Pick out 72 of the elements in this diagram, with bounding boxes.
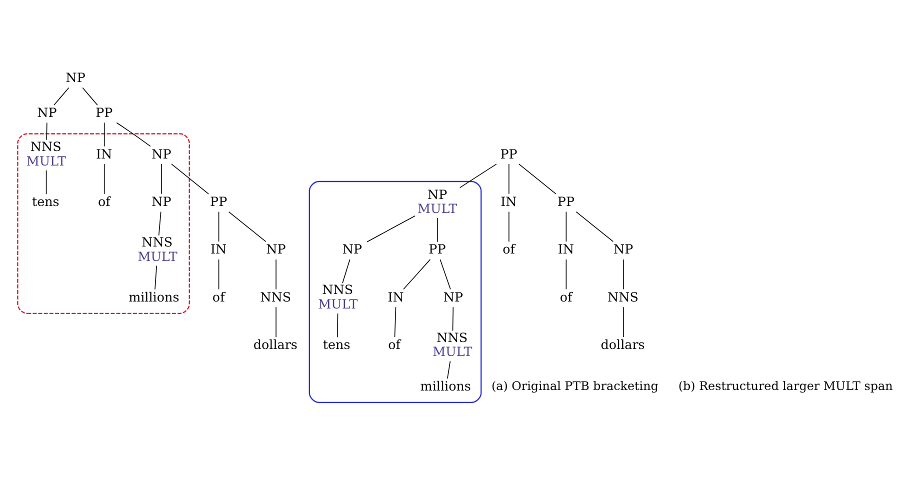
connector: [623, 259, 624, 290]
node-text: dollars: [253, 337, 298, 352]
connector: [452, 306, 454, 332]
node-text: NP MULT: [418, 186, 458, 216]
connector: [518, 164, 556, 194]
node-text: of: [212, 289, 225, 304]
connector: [403, 259, 431, 290]
node-text: NP: [266, 242, 286, 257]
connector: [218, 259, 220, 290]
connector: [447, 360, 451, 379]
connector: [82, 87, 98, 106]
node-text: IN: [388, 289, 404, 304]
connector: [46, 122, 48, 140]
node-text: NNS MULT: [138, 234, 178, 264]
connector: [46, 170, 47, 195]
node-text: tens: [322, 337, 350, 352]
cluster: [17, 133, 190, 314]
connector: [508, 211, 510, 242]
node-text: PP: [210, 194, 228, 209]
cluster: [308, 180, 482, 404]
node-text: dollars: [600, 337, 645, 352]
node-text: NP: [342, 242, 362, 257]
node-text: NNS MULT: [432, 330, 472, 360]
connector: [394, 306, 396, 338]
node-text: NP: [37, 104, 57, 120]
connector: [161, 164, 162, 194]
node-text: NP: [613, 242, 634, 257]
node-text: PP: [428, 242, 446, 257]
connector: [437, 218, 438, 242]
connector: [342, 259, 350, 284]
node-text: NNS MULT: [318, 282, 358, 312]
connector: [566, 259, 567, 290]
node-text: millions: [420, 378, 471, 394]
connector: [576, 211, 614, 242]
node-text: NNS: [608, 289, 638, 304]
node-text: NNS MULT: [26, 139, 66, 168]
connector: [508, 164, 510, 194]
connector: [158, 211, 162, 236]
node-text: IN: [558, 242, 574, 257]
node-text: PP: [96, 104, 113, 120]
connector: [566, 211, 567, 242]
node-text: of: [502, 242, 515, 257]
connector: [104, 164, 105, 194]
connector: [116, 122, 151, 147]
node-text: NP: [152, 146, 172, 162]
connector: [336, 313, 338, 338]
connector: [440, 259, 451, 290]
node-text: IN: [96, 146, 112, 162]
node-text: PP: [500, 146, 518, 162]
label: (a) Original PTB bracketing: [491, 379, 658, 394]
node-text: of: [98, 194, 110, 209]
label: (b) Restructured larger MULT span: [678, 379, 893, 394]
connector: [154, 265, 157, 290]
connector: [623, 306, 624, 338]
connector: [366, 215, 416, 242]
node-text: of: [560, 289, 572, 304]
node-text: NP: [66, 70, 86, 85]
node-text: NP: [443, 289, 464, 304]
node-text: millions: [128, 289, 180, 304]
connector: [228, 211, 266, 242]
node-text: NP: [152, 194, 172, 209]
node-text: of: [388, 337, 400, 352]
connector: [459, 164, 497, 188]
node-text: IN: [500, 194, 517, 209]
connector: [104, 122, 105, 147]
node-text: tens: [32, 194, 60, 209]
node-text: PP: [557, 194, 575, 209]
node-text: NNS: [260, 289, 292, 304]
connector: [171, 164, 209, 194]
node-text: IN: [210, 242, 227, 257]
connector: [54, 87, 70, 106]
connector: [218, 211, 220, 242]
